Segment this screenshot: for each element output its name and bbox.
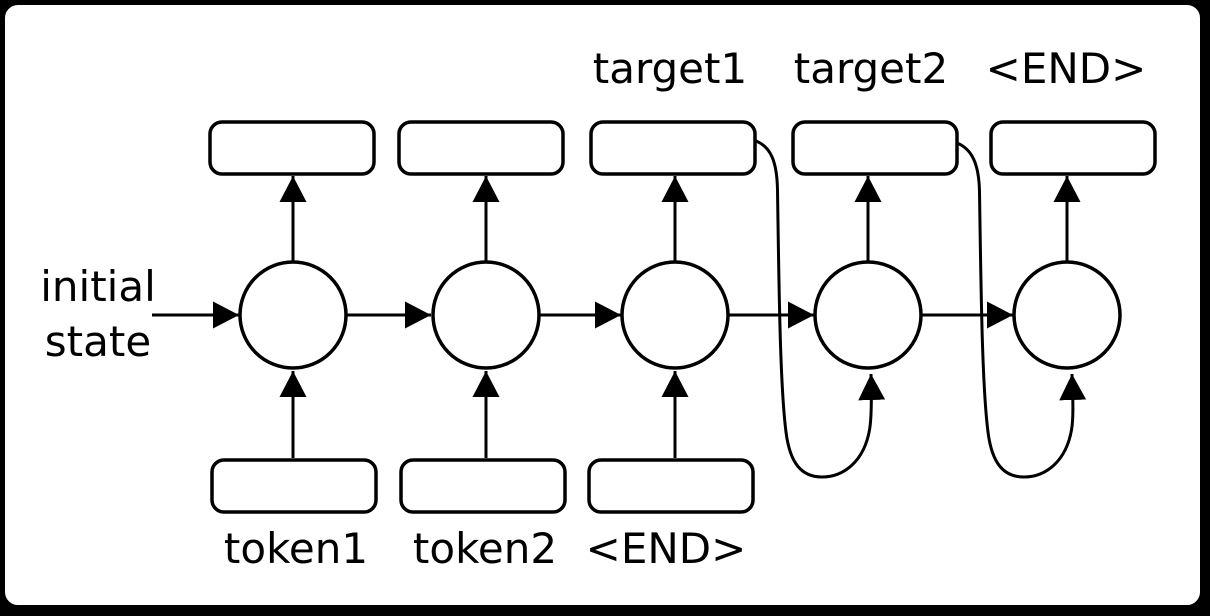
output-box-2 [397,120,565,176]
label-end-output: <END> [985,44,1147,93]
input-box-1 [210,458,378,514]
rnn-cell-1 [238,260,348,370]
label-initial-state-line1: initial [40,262,156,311]
rnn-cell-3 [620,260,730,370]
output-box-5 [989,120,1157,176]
output-box-1 [208,120,376,176]
feedback-curve-2 [956,141,1087,479]
output-box-4 [791,120,959,176]
input-box-3 [587,458,755,514]
label-initial-state-line2: state [44,317,152,366]
label-target1: target1 [592,44,748,93]
label-token1: token1 [223,524,369,573]
label-initial-state: initial state [40,259,156,369]
label-token2: token2 [412,524,558,573]
rnn-cell-5 [1012,260,1122,370]
input-box-2 [399,458,567,514]
label-target2: target2 [793,44,949,93]
output-box-3 [589,120,757,176]
rnn-cell-2 [431,260,541,370]
rnn-cell-4 [813,260,923,370]
feedback-curve-1 [755,139,886,479]
label-end-input: <END> [585,524,747,573]
